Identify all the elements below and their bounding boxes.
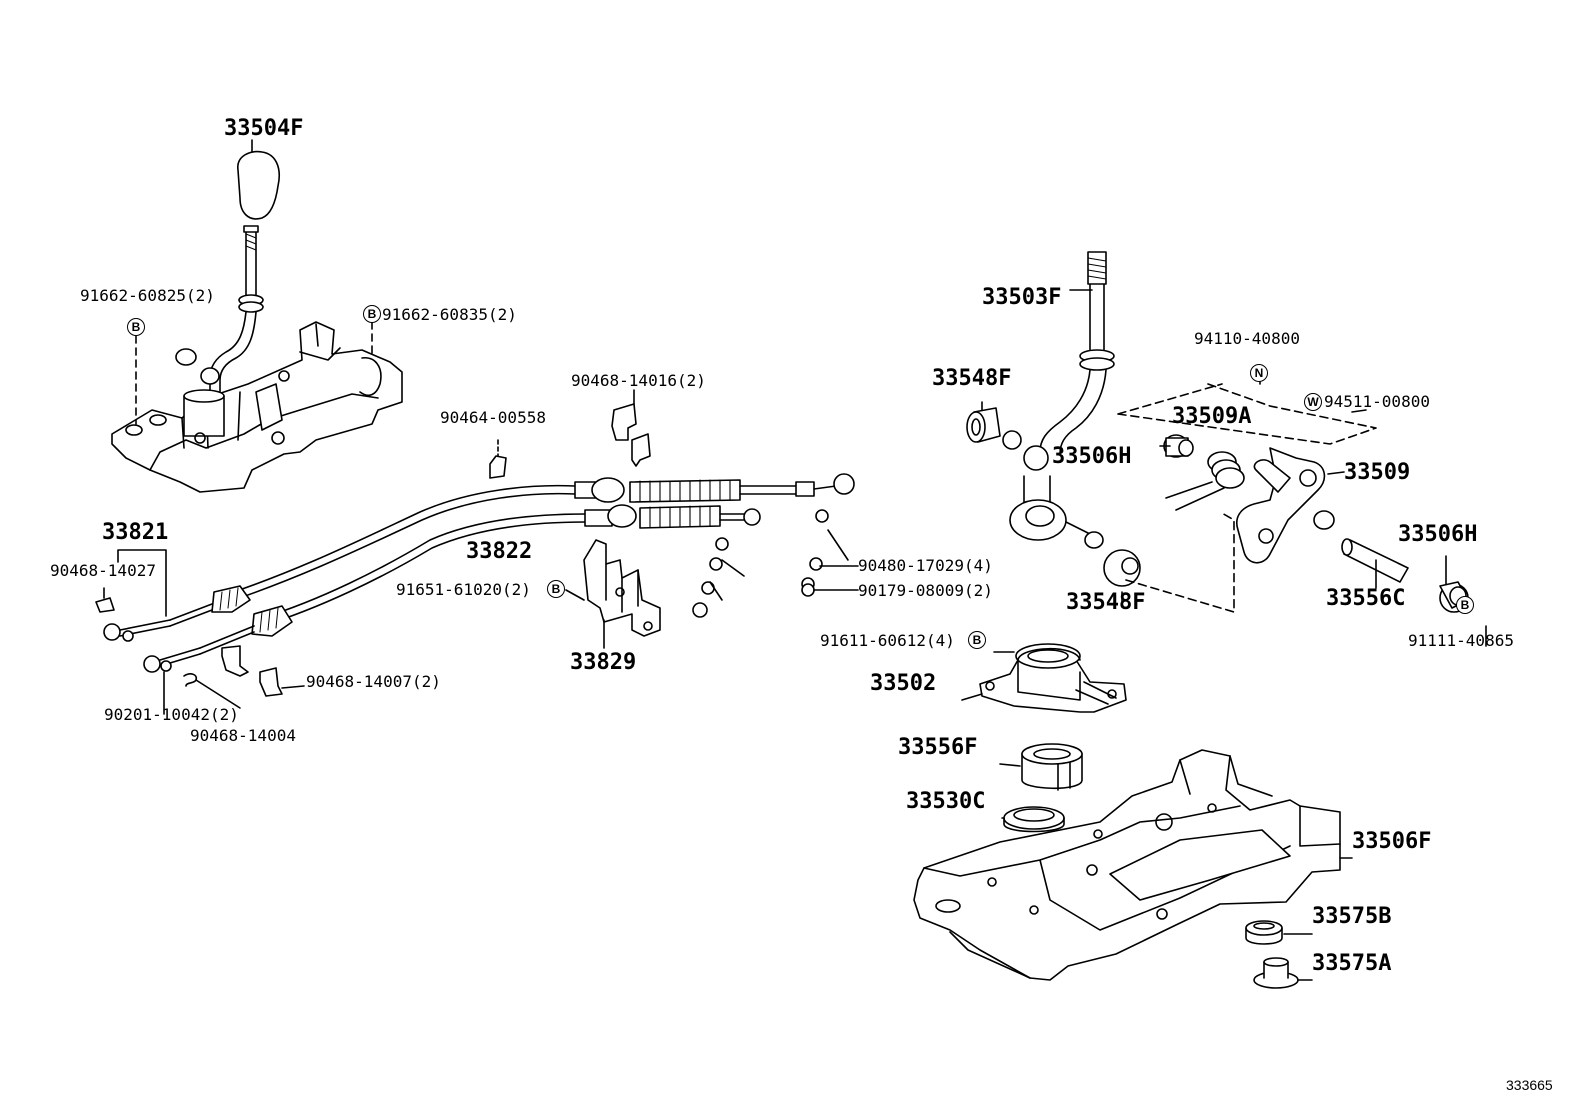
shift-cable-33821 bbox=[104, 474, 854, 641]
shifter-base-left bbox=[112, 322, 402, 492]
leader-94511 bbox=[1352, 410, 1366, 412]
washer-symbol-icon: W bbox=[1304, 393, 1322, 411]
label-91662-60835: 91662-60835(2) bbox=[382, 305, 517, 324]
label-91111-40865: 91111-40865 bbox=[1408, 631, 1514, 650]
label-33548F-bottom: 33548F bbox=[1066, 590, 1146, 615]
spring-33509A bbox=[1166, 452, 1244, 510]
label-33506F: 33506F bbox=[1352, 829, 1432, 854]
bolt-symbol-icon: B bbox=[127, 318, 145, 336]
washers-cable-end bbox=[693, 510, 858, 617]
leader-33509 bbox=[1328, 472, 1344, 474]
group-box-bottom bbox=[1126, 512, 1234, 612]
clip-90468-14004 bbox=[184, 674, 240, 708]
seal-33530C bbox=[1004, 807, 1064, 832]
label-90468-14004: 90468-14004 bbox=[190, 726, 296, 745]
label-91611-60612: 91611-60612(4) bbox=[820, 631, 955, 650]
label-33575B: 33575B bbox=[1312, 904, 1392, 929]
label-90468-14016: 90468-14016(2) bbox=[571, 371, 706, 390]
bracket-33829 bbox=[584, 540, 660, 648]
shift-knob bbox=[238, 152, 279, 219]
shift-lever-left bbox=[210, 226, 263, 392]
label-94511-00800: 94511-00800 bbox=[1324, 392, 1430, 411]
label-91651-61020: 91651-61020(2) bbox=[396, 580, 531, 599]
bushing-33548F-top bbox=[967, 408, 1000, 442]
bolt-symbol-icon: B bbox=[547, 580, 565, 598]
label-33506H-right: 33506H bbox=[1398, 522, 1478, 547]
leader-91651-61020 bbox=[566, 590, 584, 600]
clip-90464-00558 bbox=[490, 440, 506, 478]
clips-90468-14016 bbox=[612, 390, 650, 466]
plug-33575B bbox=[1246, 921, 1282, 944]
label-33509A: 33509A bbox=[1172, 404, 1252, 429]
bolt-symbol-icon: B bbox=[968, 631, 986, 649]
plug-33575A bbox=[1254, 958, 1298, 988]
label-33506H-left: 33506H bbox=[1052, 444, 1132, 469]
shift-lever-right bbox=[1003, 252, 1114, 548]
label-33556F: 33556F bbox=[898, 735, 978, 760]
label-33556C: 33556C bbox=[1326, 586, 1406, 611]
clip-90468-14027 bbox=[96, 588, 114, 612]
label-33509: 33509 bbox=[1344, 460, 1411, 485]
collar-33556F bbox=[1022, 744, 1082, 790]
label-90464-00558: 90464-00558 bbox=[440, 408, 546, 427]
select-cable-33822 bbox=[144, 505, 760, 672]
label-33575A: 33575A bbox=[1312, 951, 1392, 976]
bolt-symbol-icon: B bbox=[1456, 596, 1474, 614]
label-91662-60825: 91662-60825(2) bbox=[80, 286, 215, 305]
group-box-top bbox=[1118, 384, 1376, 444]
leader-33556F bbox=[1000, 764, 1020, 766]
bushing-33506H-left bbox=[1164, 435, 1193, 457]
label-33548F-top: 33548F bbox=[932, 366, 1012, 391]
base-plate-33506F bbox=[914, 750, 1340, 980]
label-33502: 33502 bbox=[870, 671, 937, 696]
label-90480-17029: 90480-17029(4) bbox=[858, 556, 993, 575]
leader-33502 bbox=[962, 694, 982, 700]
diagram-reference-number: 333665 bbox=[1506, 1077, 1553, 1093]
label-33530C: 33530C bbox=[906, 789, 986, 814]
label-33822: 33822 bbox=[466, 539, 533, 564]
clips-90468-14007 bbox=[222, 646, 304, 696]
nut-symbol-icon: N bbox=[1250, 364, 1268, 382]
leader-33821 bbox=[118, 550, 166, 616]
housing-33502 bbox=[980, 644, 1126, 712]
label-33821: 33821 bbox=[102, 520, 169, 545]
label-33504F: 33504F bbox=[224, 116, 304, 141]
bolt-symbol-icon: B bbox=[363, 305, 381, 323]
label-33503F: 33503F bbox=[982, 285, 1062, 310]
label-90468-14007: 90468-14007(2) bbox=[306, 672, 441, 691]
label-90201-10042: 90201-10042(2) bbox=[104, 705, 239, 724]
label-90179-08009: 90179-08009(2) bbox=[858, 581, 993, 600]
bushing-33548F-bottom bbox=[1104, 550, 1140, 586]
label-33829: 33829 bbox=[570, 650, 637, 675]
label-90468-14027: 90468-14027 bbox=[50, 561, 156, 580]
lever-33509 bbox=[1237, 448, 1334, 563]
label-94110-40800: 94110-40800 bbox=[1194, 329, 1300, 348]
